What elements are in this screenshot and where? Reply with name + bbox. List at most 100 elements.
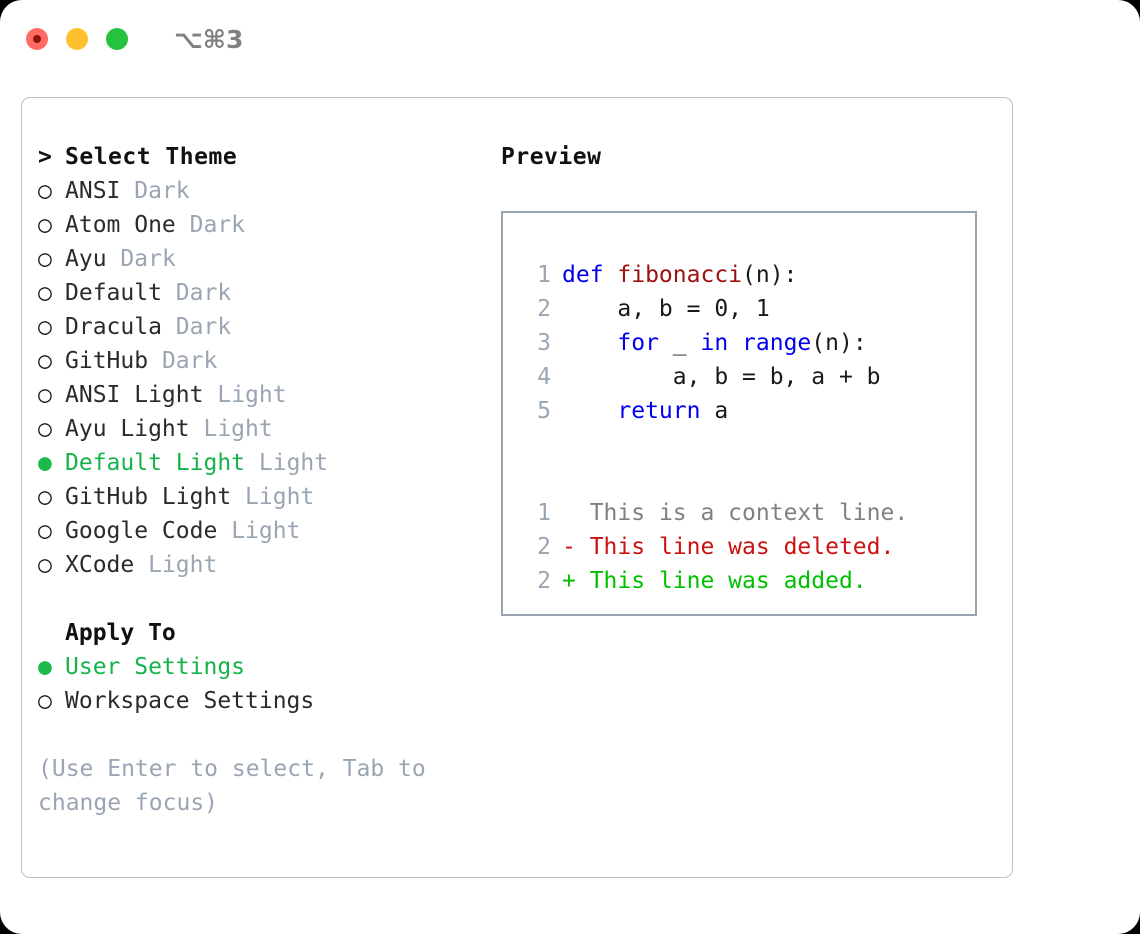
recording-dot-icon [33, 35, 41, 43]
code-token: for [617, 330, 659, 356]
theme-category: Light [217, 382, 287, 408]
code-line: 3 for _ in range(n): [523, 326, 975, 360]
code-line: 2 a, b = 0, 1 [523, 292, 975, 326]
code-token [728, 330, 742, 356]
window-controls [26, 28, 128, 50]
line-number: 1 [537, 262, 551, 288]
radio-unselected-icon: ○ [38, 212, 52, 238]
title-bar: ⌥⌘3 [0, 0, 1140, 78]
diff-line-context: 1 This is a context line. [523, 496, 975, 530]
diff-text: This line was deleted. [575, 534, 895, 560]
code-token: return [617, 398, 701, 424]
theme-item-default-light[interactable]: ● Default Light Light [38, 446, 508, 480]
radio-selected-icon: ● [38, 654, 52, 680]
select-theme-header: >Select Theme [38, 140, 508, 174]
theme-name: Dracula [65, 314, 162, 340]
theme-category: Dark [120, 246, 176, 272]
theme-name: Google Code [65, 518, 218, 544]
code-token: a [700, 398, 729, 424]
radio-unselected-icon: ○ [38, 246, 52, 272]
diff-sign [562, 500, 576, 526]
theme-category: Light [148, 552, 218, 578]
theme-category: Dark [161, 348, 218, 374]
diff-text: This line was added. [575, 568, 867, 594]
theme-item-ansi-light[interactable]: ○ANSI Light Light [38, 378, 508, 412]
theme-item-ansi[interactable]: ○ANSI Dark [38, 174, 508, 208]
theme-category: Dark [189, 212, 246, 238]
radio-unselected-icon: ○ [38, 382, 52, 408]
theme-item-dracula[interactable]: ○ Dracula Dark [38, 310, 508, 344]
main-panel: >Select Theme ○ANSI Dark ○Atom One Dark … [21, 97, 1013, 878]
radio-unselected-icon: ○ [38, 552, 52, 578]
theme-item-github[interactable]: ○ GitHub Dark [38, 344, 508, 378]
radio-unselected-icon: ○ [38, 518, 52, 544]
line-number: 1 [537, 500, 551, 526]
code-line: 4 a, b = b, a + b [523, 360, 975, 394]
apply-to-label: Apply To [65, 620, 176, 646]
code-token [562, 398, 617, 424]
code-token [562, 330, 617, 356]
code-token: def [562, 262, 618, 288]
line-number: 2 [537, 296, 551, 322]
radio-unselected-icon: ○ [38, 348, 52, 374]
theme-name: Default Light [65, 450, 246, 476]
theme-name: Ayu Light [65, 416, 190, 442]
diff-line-deleted: 2- This line was deleted. [523, 530, 975, 564]
theme-item-ayu[interactable]: ○ Ayu Dark [38, 242, 508, 276]
list-spacer [38, 582, 508, 616]
code-token: a, b = b, a + b [562, 364, 881, 390]
line-number: 5 [537, 398, 551, 424]
code-token: _ [658, 330, 701, 356]
code-token: (n): [742, 262, 798, 288]
theme-item-ayu-light[interactable]: ○ Ayu Light Light [38, 412, 508, 446]
apply-to-option-label: User Settings [65, 654, 246, 680]
theme-category: Dark [175, 314, 232, 340]
code-token: (n): [811, 330, 867, 356]
theme-name: GitHub [65, 348, 149, 374]
code-token: a, b = 0, 1 [562, 296, 770, 322]
theme-item-atom-one[interactable]: ○ Atom One Dark [38, 208, 508, 242]
theme-name: Atom One [65, 212, 176, 238]
radio-selected-icon: ● [38, 450, 52, 476]
theme-category: Light [231, 518, 301, 544]
radio-unselected-icon: ○ [38, 416, 52, 442]
preview-gap [523, 428, 975, 462]
radio-unselected-icon: ○ [38, 484, 52, 510]
code-token: range [742, 330, 812, 356]
theme-category: Light [245, 484, 315, 510]
theme-category: Light [203, 416, 273, 442]
radio-unselected-icon: ○ [38, 314, 52, 340]
apply-to-workspace-settings[interactable]: ○ Workspace Settings [38, 684, 508, 718]
theme-selector-column: >Select Theme ○ANSI Dark ○Atom One Dark … [38, 140, 508, 820]
close-button[interactable] [26, 28, 48, 50]
panel-columns: >Select Theme ○ANSI Dark ○Atom One Dark … [22, 98, 1012, 877]
line-number: 3 [537, 330, 551, 356]
code-token: fibonacci [617, 262, 743, 288]
preview-gap [523, 462, 975, 496]
preview-title: Preview [501, 144, 602, 170]
theme-item-xcode[interactable]: ○ XCode Light [38, 548, 508, 582]
theme-category: Dark [134, 178, 190, 204]
theme-category: Light [258, 450, 329, 476]
radio-unselected-icon: ○ [38, 280, 52, 306]
prompt-caret-icon: > [38, 144, 53, 170]
code-token: in [700, 330, 729, 356]
apply-to-user-settings[interactable]: ● User Settings [38, 650, 508, 684]
radio-unselected-icon: ○ [38, 688, 52, 714]
line-number: 4 [537, 364, 551, 390]
theme-name: Ayu [65, 246, 107, 272]
theme-item-google-code[interactable]: ○ Google Code Light [38, 514, 508, 548]
minimize-button[interactable] [66, 28, 88, 50]
theme-item-default[interactable]: ○Default Dark [38, 276, 508, 310]
code-line: 1 def fibonacci(n): [523, 258, 975, 292]
theme-item-github-light[interactable]: ○ GitHub Light Light [38, 480, 508, 514]
theme-category: Dark [175, 280, 232, 306]
theme-name: GitHub Light [65, 484, 232, 510]
apply-to-option-label: Workspace Settings [65, 688, 315, 714]
keyboard-shortcut-label: ⌥⌘3 [174, 24, 244, 54]
theme-name: ANSI [65, 178, 121, 204]
line-number: 2 [537, 568, 551, 594]
theme-name: XCode [65, 552, 135, 578]
maximize-button[interactable] [106, 28, 128, 50]
